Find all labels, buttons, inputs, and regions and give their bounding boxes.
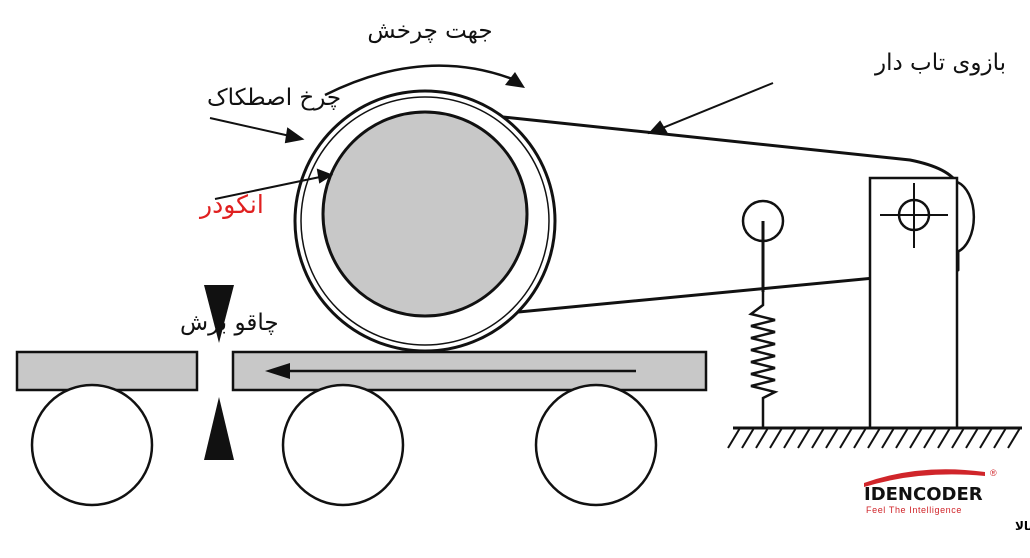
torque-arm-label: بازوی تاب دار bbox=[874, 50, 1006, 76]
ground-hatch-line bbox=[797, 427, 811, 449]
torque-arm-leader bbox=[659, 82, 774, 130]
spring-icon bbox=[748, 292, 779, 428]
ground-hatch-line bbox=[839, 427, 853, 449]
ground-hatch-line bbox=[951, 427, 965, 449]
ground-hatch-line bbox=[923, 427, 937, 449]
logo-registered-mark: ® bbox=[990, 468, 997, 478]
leader-lines bbox=[209, 82, 774, 200]
cutting-knife-label: چاقو برش bbox=[180, 310, 279, 336]
ground-hatch-line bbox=[783, 427, 797, 449]
ground-hatch-line bbox=[825, 427, 839, 449]
friction-wheel-leader bbox=[209, 117, 291, 137]
ground-hatch-line bbox=[937, 427, 951, 449]
ground-hatching bbox=[727, 426, 1022, 449]
ground-hatch-line bbox=[811, 427, 825, 449]
friction-wheel-label: چرخ اصطکاک bbox=[207, 85, 341, 111]
pivot-crosshair-icon bbox=[880, 183, 948, 248]
ground-hatch-line bbox=[867, 427, 881, 449]
ground-hatch-line bbox=[965, 427, 979, 449]
ground-hatch-line bbox=[1007, 427, 1021, 449]
brand-logo: ® IDENCODER Feel The Intelligence انکودر… bbox=[864, 468, 1030, 534]
ground-hatch-line bbox=[909, 427, 923, 449]
conveyor-roller bbox=[534, 383, 658, 507]
friction-wheel-rim bbox=[300, 96, 550, 346]
ground-hatch-line bbox=[895, 427, 909, 449]
rotation-direction-arrow bbox=[324, 64, 525, 97]
pivot-disk bbox=[956, 180, 976, 254]
encoder-label: انکودر bbox=[198, 190, 264, 219]
ground-hatch-line bbox=[979, 427, 993, 449]
conveyor-belt-left bbox=[15, 350, 199, 392]
encoder-leader bbox=[214, 176, 321, 200]
conveyor-roller bbox=[281, 383, 405, 507]
ground-hatch-line bbox=[853, 427, 867, 449]
conveyor-roller bbox=[30, 383, 154, 507]
ground-hatch-line bbox=[881, 427, 895, 449]
ground-hatch-line bbox=[769, 427, 783, 449]
encoder-body bbox=[321, 110, 529, 318]
belt-direction-arrow bbox=[265, 363, 636, 379]
ground-hatch-line bbox=[727, 427, 741, 449]
ground-hatch-line bbox=[741, 427, 755, 449]
ground-hatch-line bbox=[755, 427, 769, 449]
logo-subtitle: انکودرهای صنعتی با کارایی بالا bbox=[1015, 519, 1030, 534]
logo-brand-text: IDENCODER bbox=[864, 484, 983, 505]
cutting-knife-bottom-icon bbox=[204, 397, 234, 460]
rotation-direction-label: جهت چرخش bbox=[367, 18, 492, 44]
ground-hatch-line bbox=[993, 427, 1007, 449]
logo-tagline: Feel The Intelligence bbox=[866, 505, 962, 515]
logo-swoosh-icon bbox=[864, 469, 985, 487]
cutting-knife-top-icon bbox=[204, 285, 234, 343]
